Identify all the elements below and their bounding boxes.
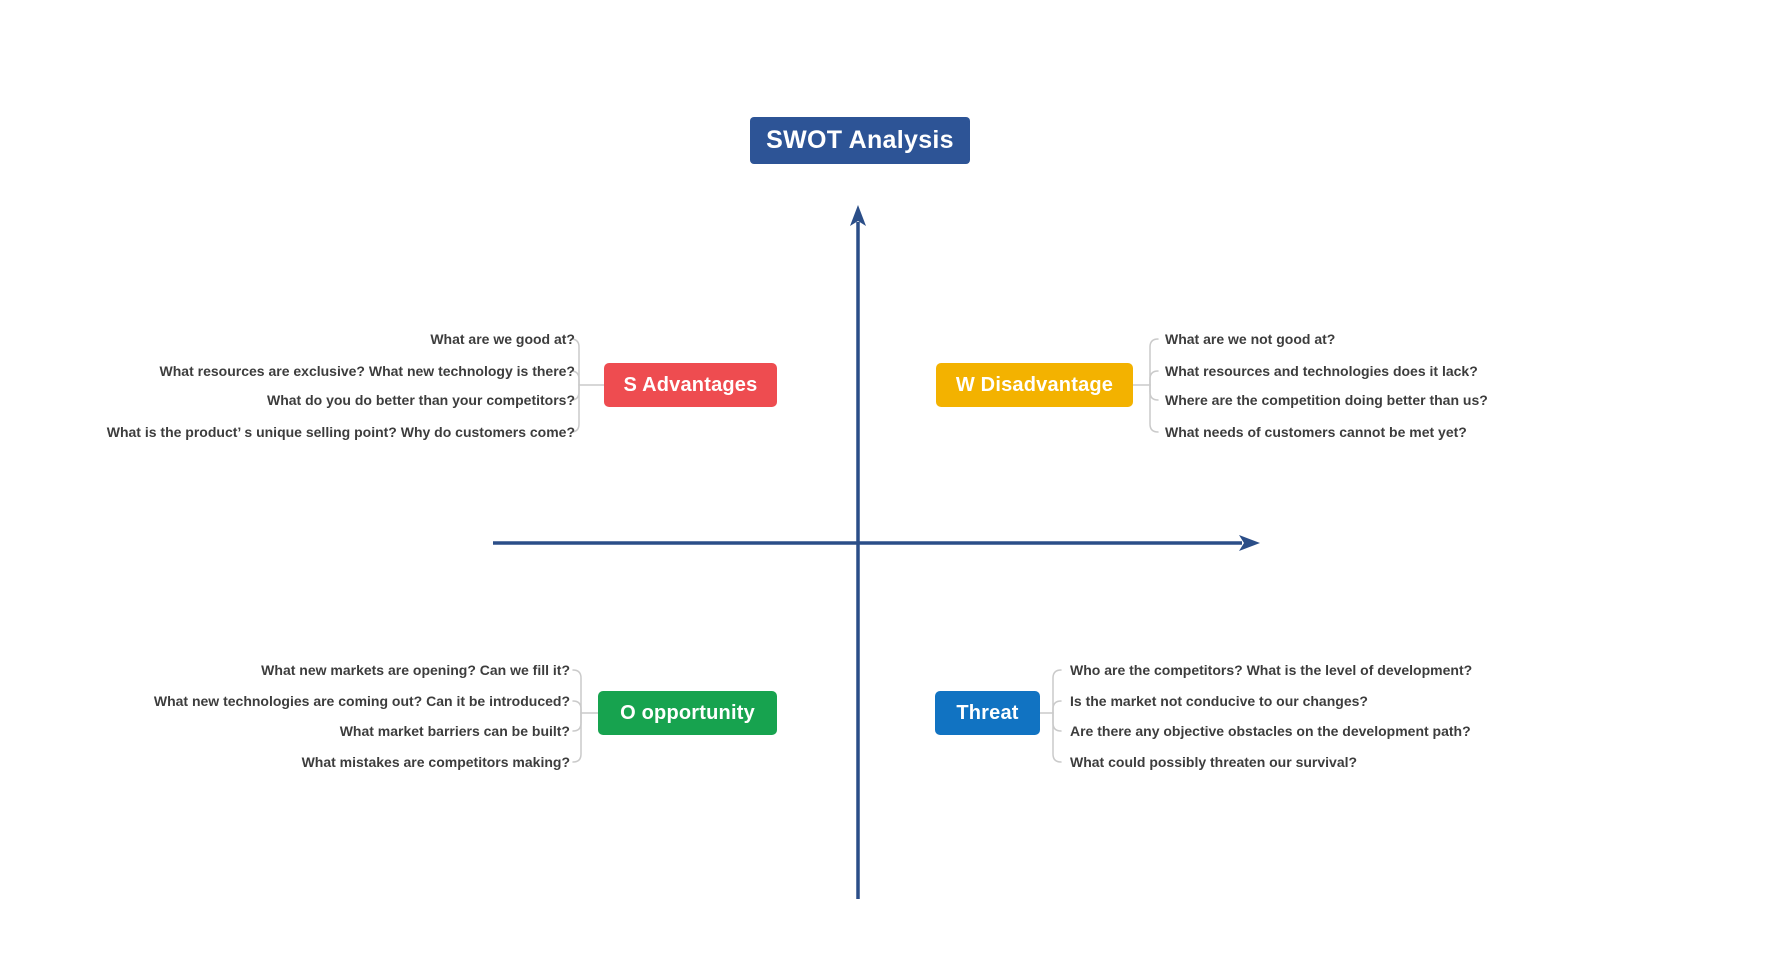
question-node[interactable]: What are we good at? — [430, 331, 575, 347]
opportunities-label-box[interactable]: O opportunity — [598, 691, 777, 735]
question-node[interactable]: What new technologies are coming out? Ca… — [153, 693, 570, 709]
question-node[interactable]: Where are the competition doing better t… — [1165, 392, 1488, 408]
question-node[interactable]: What mistakes are competitors making? — [301, 754, 570, 770]
question-node[interactable]: What do you do better than your competit… — [267, 392, 575, 408]
question-node[interactable]: Who are the competitors? What is the lev… — [1070, 662, 1473, 678]
question-node[interactable]: What market barriers can be built? — [339, 723, 570, 739]
connector-lines — [570, 338, 1159, 763]
axis-lines — [493, 222, 1242, 899]
strengths-label-box[interactable]: S Advantages — [604, 363, 777, 407]
question-node[interactable]: What needs of customers cannot be met ye… — [1165, 424, 1467, 440]
question-node[interactable]: What new markets are opening? Can we fil… — [261, 662, 570, 678]
weaknesses-label-box[interactable]: W Disadvantage — [936, 363, 1133, 407]
threats-label-box[interactable]: Threat — [935, 691, 1040, 735]
question-node[interactable]: Are there any objective obstacles on the… — [1070, 723, 1471, 739]
question-node[interactable]: What are we not good at? — [1165, 331, 1336, 347]
question-node[interactable]: What is the product’ s unique selling po… — [106, 424, 575, 440]
up-arrowhead — [850, 205, 866, 226]
right-arrowhead — [1239, 535, 1260, 551]
question-node[interactable]: What resources are exclusive? What new t… — [159, 363, 575, 379]
diagram-title[interactable]: SWOT Analysis — [750, 117, 970, 164]
question-node[interactable]: What resources and technologies does it … — [1165, 363, 1478, 379]
question-node[interactable]: Is the market not conducive to our chang… — [1070, 693, 1368, 709]
question-node[interactable]: What could possibly threaten our surviva… — [1070, 754, 1358, 770]
